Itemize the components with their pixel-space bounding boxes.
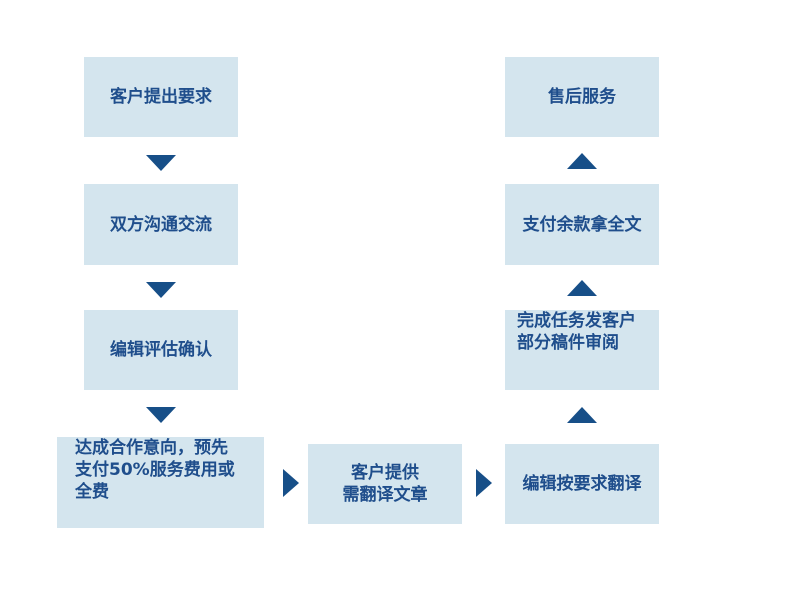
step-editor-evaluation: 编辑评估确认 (84, 310, 238, 390)
step-communication: 双方沟通交流 (84, 184, 238, 265)
step-editor-translation: 编辑按要求翻译 (505, 444, 659, 524)
step-editor-evaluation-label: 编辑评估确认 (110, 340, 212, 360)
arrow-down-2 (146, 282, 176, 298)
step-client-provides-article-line-2: 需翻译文章 (342, 485, 428, 505)
step-client-request: 客户提出要求 (84, 57, 238, 137)
arrow-right-1 (283, 469, 299, 497)
step-final-payment-label: 支付余款拿全文 (522, 214, 642, 235)
step-agreement-payment-line-2: 支付50%服务费用或 (75, 460, 235, 480)
step-agreement-payment-line-1: 达成合作意向，预先 (75, 438, 228, 458)
step-client-provides-article: 客户提供 需翻译文章 (308, 444, 462, 524)
step-agreement-payment-line-3: 全费 (75, 482, 109, 502)
step-partial-review-line-1: 完成任务发客户 (517, 311, 636, 331)
step-partial-review-line-2: 部分稿件审阅 (517, 333, 619, 353)
step-editor-translation-label: 编辑按要求翻译 (522, 474, 642, 494)
arrow-up-1 (567, 407, 597, 423)
step-after-sales-service: 售后服务 (505, 57, 659, 137)
step-partial-review: 完成任务发客户 部分稿件审阅 (505, 310, 659, 390)
arrow-down-1 (146, 155, 176, 171)
arrow-up-3 (567, 153, 597, 169)
step-agreement-payment: 达成合作意向，预先 支付50%服务费用或 全费 (57, 437, 264, 528)
step-client-provides-article-line-1: 客户提供 (351, 463, 419, 483)
arrow-up-2 (567, 280, 597, 296)
step-client-request-label: 客户提出要求 (110, 87, 212, 107)
step-final-payment: 支付余款拿全文 (505, 184, 659, 265)
arrow-down-3 (146, 407, 176, 423)
step-communication-label: 双方沟通交流 (110, 214, 212, 235)
arrow-right-2 (476, 469, 492, 497)
step-after-sales-service-label: 售后服务 (548, 87, 616, 107)
